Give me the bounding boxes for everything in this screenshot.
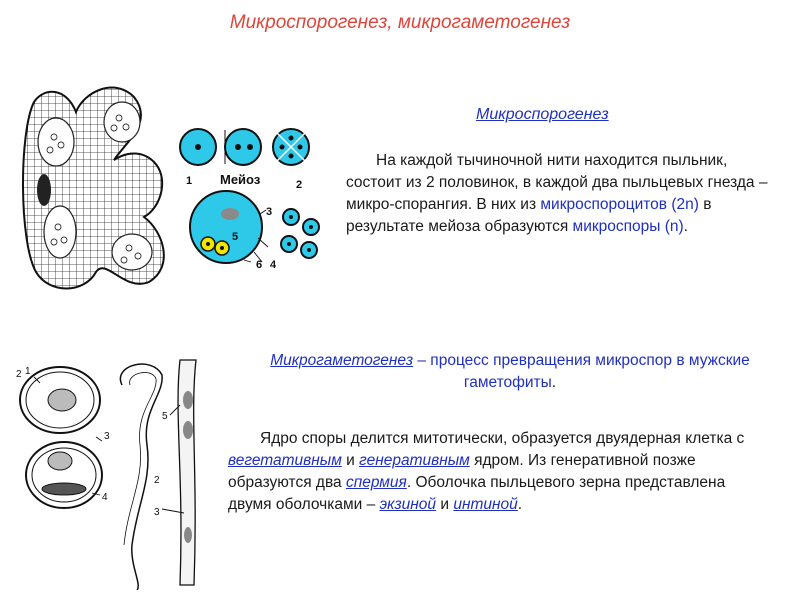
tube-number-3: 3 [154, 507, 160, 518]
paragraph-text: На каждой тычиночной нити находится пыль… [346, 152, 768, 213]
microgametogenesis-paragraph: Ядро споры делится митотически, образует… [228, 428, 768, 516]
meiosis-number-3: 3 [266, 206, 272, 218]
meiosis-number-1: 1 [186, 175, 192, 187]
pollen-grain-figure: 2 1 3 4 5 2 3 [16, 359, 197, 590]
microgametogenesis-heading: Микрогаметогенез – процесс превращения м… [230, 350, 790, 394]
exine-link[interactable]: экзиной [379, 496, 437, 513]
paragraph-text: . [517, 496, 523, 513]
microsporocytes-link[interactable]: микроспороцитов (2n) [540, 196, 699, 213]
heading-period: . [551, 374, 557, 391]
meiosis-number-4: 4 [270, 259, 277, 271]
intine-link[interactable]: интиной [453, 496, 518, 513]
paragraph-text: . [683, 218, 688, 235]
meiosis-number-5: 5 [232, 231, 238, 243]
paragraph-text: Ядро споры делится митотически, образует… [260, 430, 745, 447]
pollen-number-1: 1 [25, 366, 31, 377]
paragraph-text: ядром. Из генеративной позже образуются … [228, 452, 696, 491]
anther-cross-section-figure [22, 86, 165, 290]
tube-number-5: 5 [162, 411, 168, 422]
paragraph-text: в результате мейоза образуются [346, 196, 712, 235]
sperm-link[interactable]: спермия [345, 474, 407, 491]
pollen-number-4: 4 [102, 492, 108, 503]
meiosis-number-2: 2 [296, 179, 302, 191]
paragraph-text: . Оболочка пыльцевого зерна представлена… [228, 474, 726, 513]
paragraph-text: и [436, 496, 454, 513]
pollen-number-2: 2 [16, 369, 22, 380]
pollen-number-3: 3 [104, 431, 110, 442]
paragraph-text: и [341, 452, 360, 469]
microsporogenesis-heading: Микроспорогенез [476, 106, 609, 123]
microgametogenesis-term: Микрогаметогенез [270, 352, 414, 369]
tube-number-2: 2 [154, 475, 160, 486]
microspores-link[interactable]: микроспоры (n) [572, 218, 684, 235]
slide-title: Микроспорогенез, микрогаметогенез [229, 12, 571, 33]
microsporogenesis-paragraph: На каждой тычиночной нити находится пыль… [346, 150, 776, 238]
meiosis-label: Мейоз [220, 172, 261, 187]
vegetative-link[interactable]: вегетативным [228, 452, 342, 469]
meiosis-diagram: Мейоз 1 2 3 5 6 4 [179, 128, 320, 271]
generative-link[interactable]: генеративным [359, 452, 470, 469]
microgametogenesis-definition: – процесс превращения микроспор в мужски… [413, 352, 750, 391]
meiosis-number-6: 6 [256, 259, 262, 271]
